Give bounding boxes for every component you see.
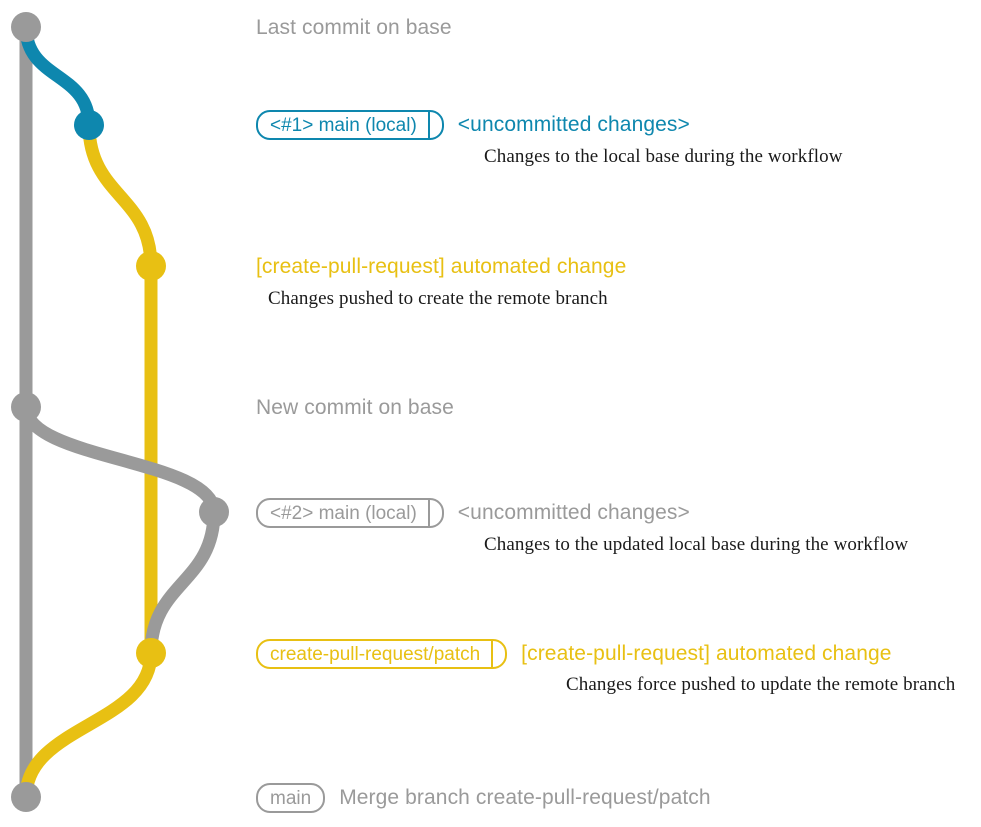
commit-title-base-last: Last commit on base xyxy=(256,16,452,39)
ref-badge-main-local-2[interactable]: <#2> main (local) xyxy=(256,498,444,528)
commit-title-base-new: New commit on base xyxy=(256,396,454,419)
branch-line-remote-1 xyxy=(82,118,158,273)
ref-badge-label: main xyxy=(270,787,312,809)
commit-node-local-1[interactable] xyxy=(74,110,104,140)
commit-row-remote-1: [create-pull-request] automated change xyxy=(256,252,626,282)
commit-node-local-2[interactable] xyxy=(199,497,229,527)
ref-badge-create-pull-request-patch[interactable]: create-pull-request/patch xyxy=(256,639,508,669)
commit-title-local-1: <uncommitted changes> xyxy=(457,113,690,136)
ref-badge-main[interactable]: main xyxy=(256,783,326,813)
commit-row-local-1: <#1> main (local) <uncommitted changes> xyxy=(256,110,690,140)
commit-row-base-new: New commit on base xyxy=(256,393,454,423)
commit-row-base-merge: main Merge branch create-pull-request/pa… xyxy=(256,783,711,813)
ref-badge-label: <#2> main (local) xyxy=(270,502,417,524)
ref-badge-label: create-pull-request/patch xyxy=(270,643,481,665)
ref-badge-label: <#1> main (local) xyxy=(270,114,417,136)
commit-node-base-merge[interactable] xyxy=(11,782,41,812)
branch-line-merge-to-base xyxy=(19,646,158,804)
ref-badge-divider xyxy=(427,112,442,138)
commit-node-base-last[interactable] xyxy=(11,12,41,42)
commit-title-remote-1: [create-pull-request] automated change xyxy=(256,255,627,278)
commit-row-local-2: <#2> main (local) <uncommitted changes> xyxy=(256,498,690,528)
commit-title-local-2: <uncommitted changes> xyxy=(457,501,690,524)
ref-badge-divider xyxy=(427,500,442,526)
branch-line-local2-to-remote2 xyxy=(144,505,221,660)
branch-line-updated-local xyxy=(19,400,221,519)
commit-node-remote-1[interactable] xyxy=(136,251,166,281)
commit-node-base-new[interactable] xyxy=(11,392,41,422)
branch-line-local-1 xyxy=(19,20,96,132)
commit-node-remote-2[interactable] xyxy=(136,638,166,668)
commit-row-base-last: Last commit on base xyxy=(256,13,452,43)
ref-badge-divider xyxy=(491,641,505,667)
commit-title-remote-2: [create-pull-request] automated change xyxy=(521,642,892,665)
ref-badge-main-local-1[interactable]: <#1> main (local) xyxy=(256,110,444,140)
commit-row-remote-2: create-pull-request/patch [create-pull-r… xyxy=(256,638,892,670)
commit-title-base-merge: Merge branch create-pull-request/patch xyxy=(339,786,711,809)
